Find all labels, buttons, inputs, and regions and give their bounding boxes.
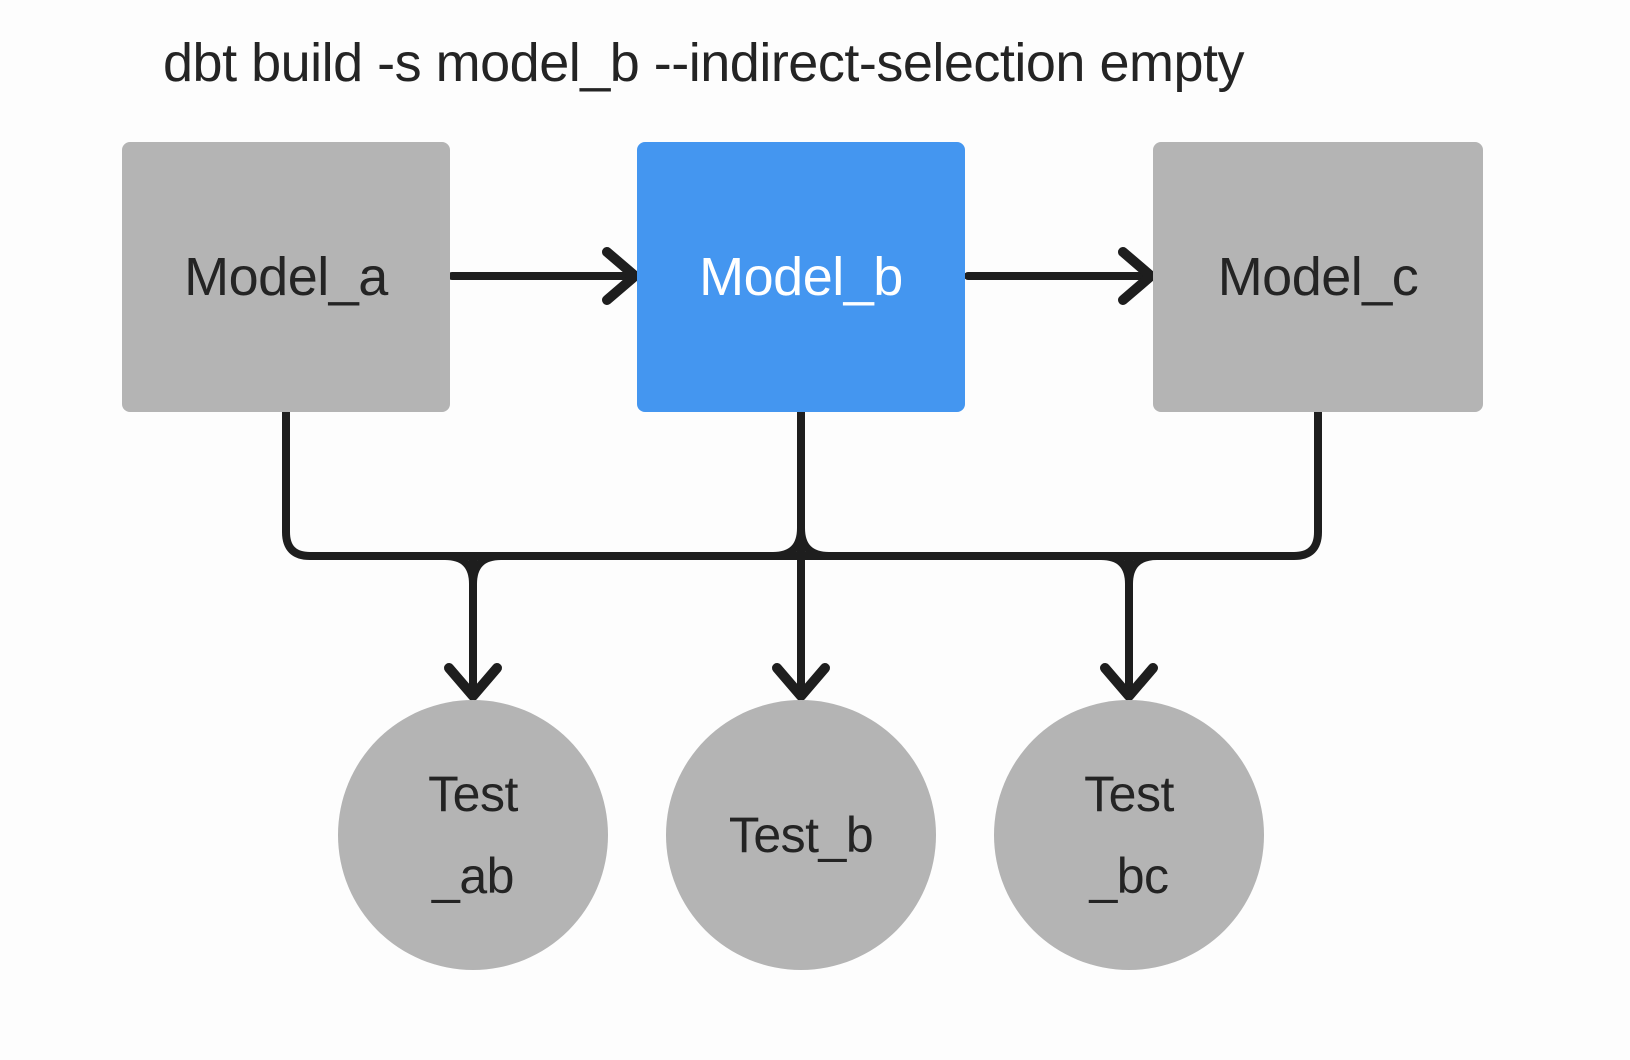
diagram-title: dbt build -s model_b --indirect-selectio…	[163, 33, 1245, 93]
node-test-ab-label-line2: _ab	[432, 848, 514, 904]
arrow-right-icon	[1118, 247, 1156, 305]
node-test-bc: Test _bc	[994, 700, 1264, 970]
junction-model-b-split	[769, 524, 833, 560]
edge-model-b-to-test-b	[769, 408, 833, 701]
arrow-down-icon	[772, 663, 830, 701]
node-test-bc-label: Test	[1084, 766, 1174, 822]
edge-model-a-to-model-b	[448, 247, 640, 305]
edge-to-test-bc	[1097, 552, 1161, 701]
node-model-a: Model_a	[122, 142, 450, 412]
arrow-down-icon	[444, 663, 502, 701]
node-test-b: Test_b	[666, 700, 936, 970]
node-model-b-label: Model_b	[699, 247, 903, 307]
arrow-right-icon	[602, 247, 640, 305]
edge-model-b-to-model-c	[964, 247, 1156, 305]
node-test-bc-label-line2: _bc	[1089, 848, 1169, 904]
node-model-b: Model_b	[637, 142, 965, 412]
node-test-b-label: Test_b	[728, 807, 874, 863]
node-model-a-label: Model_a	[184, 247, 388, 307]
node-model-c-label: Model_c	[1217, 247, 1419, 307]
arrow-down-icon	[1100, 663, 1158, 701]
node-test-ab-label: Test	[428, 766, 518, 822]
node-model-c: Model_c	[1153, 142, 1483, 412]
edge-to-test-ab	[441, 552, 505, 701]
edge-bus-rail	[282, 408, 1322, 560]
node-test-ab: Test _ab	[338, 700, 608, 970]
